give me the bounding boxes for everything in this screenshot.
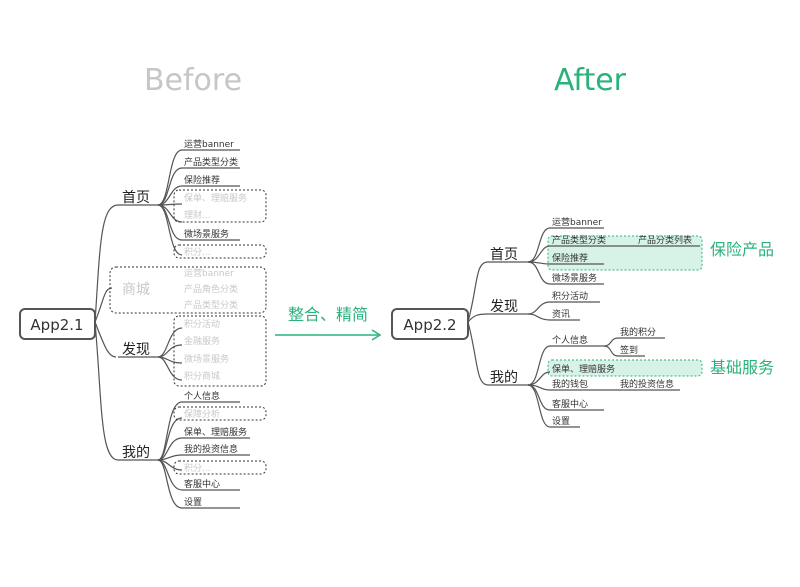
before-discover-leaf-removed: 积分商城 bbox=[184, 370, 220, 382]
arrow-head-icon bbox=[371, 329, 382, 341]
before-home-leaf: 产品类型分类 bbox=[184, 156, 238, 168]
after-branch-home: 首页 bbox=[490, 247, 518, 263]
before-mine-leaf: 客服中心 bbox=[184, 478, 220, 490]
before-discover-leaf-removed: 微场景服务 bbox=[184, 353, 229, 365]
connector bbox=[94, 321, 117, 358]
connector bbox=[527, 245, 551, 263]
before-root-label: App2.1 bbox=[30, 316, 83, 334]
after-mine-subleaf: 我的积分 bbox=[620, 326, 656, 338]
before-mine-leaf: 设置 bbox=[184, 497, 202, 508]
before-mine-leaf-removed: 保障分析 bbox=[184, 408, 220, 420]
basic-services-tag: 基础服务 bbox=[710, 358, 774, 377]
basic-services-highlight bbox=[547, 359, 703, 377]
after-home-leaf: 产品类型分类 bbox=[552, 234, 606, 246]
before-mine-leaf: 保单、理赔服务 bbox=[184, 426, 247, 438]
connector bbox=[527, 261, 551, 285]
connector bbox=[527, 384, 551, 428]
connector bbox=[467, 313, 489, 323]
removed-group-box bbox=[173, 315, 267, 387]
before-discover-leaf-removed: 金融服务 bbox=[184, 335, 220, 347]
after-mine-subleaf: 签到 bbox=[620, 344, 638, 356]
before-root-node bbox=[19, 308, 96, 340]
removed-group-box bbox=[173, 406, 267, 421]
before-branch-mall: 商城 bbox=[122, 282, 150, 298]
connector bbox=[527, 345, 551, 386]
before-mindmap bbox=[94, 149, 250, 509]
before-mine-leaf-removed: 积分... bbox=[184, 462, 211, 474]
removed-group-box bbox=[173, 460, 267, 475]
after-discover-leaf: 积分活动 bbox=[552, 290, 588, 302]
connector bbox=[157, 417, 183, 461]
connector bbox=[157, 459, 183, 509]
before-title: Before bbox=[144, 63, 242, 98]
before-branch-discover: 发现 bbox=[122, 342, 150, 358]
before-branch-mine: 我的 bbox=[122, 445, 150, 461]
before-home-leaf: 运营banner bbox=[184, 138, 234, 150]
connector bbox=[157, 149, 183, 206]
after-discover-leaf: 资讯 bbox=[552, 309, 570, 320]
after-mine-subleaf: 我的投资信息 bbox=[620, 378, 674, 390]
connector bbox=[603, 337, 619, 347]
before-removed-groups bbox=[109, 189, 267, 475]
removed-group-box bbox=[173, 244, 267, 259]
after-root-label: App2.2 bbox=[403, 316, 456, 334]
before-branch-home: 首页 bbox=[122, 190, 150, 206]
connector bbox=[157, 459, 183, 491]
after-mindmap bbox=[467, 227, 700, 428]
before-mine-leaf: 我的投资信息 bbox=[184, 443, 238, 455]
connector bbox=[467, 321, 489, 386]
after-title: After bbox=[554, 63, 627, 98]
after-home-leaf: 保险推荐 bbox=[552, 252, 588, 264]
connector bbox=[94, 204, 119, 323]
before-discover-leaf-removed: 积分活动 bbox=[184, 318, 220, 330]
after-root-node bbox=[391, 308, 469, 340]
connector bbox=[603, 345, 619, 357]
connector bbox=[157, 204, 183, 256]
connector bbox=[527, 227, 551, 263]
before-home-leaf-removed: 保单、理赔服务 bbox=[184, 192, 247, 204]
before-home-leaf-removed: 理财... bbox=[184, 209, 211, 221]
connector bbox=[467, 261, 489, 323]
connector bbox=[157, 356, 183, 381]
before-mine-leaf: 个人信息 bbox=[184, 390, 220, 402]
connector bbox=[527, 301, 551, 315]
after-mine-leaf: 保单、理赔服务 bbox=[552, 363, 615, 375]
connector bbox=[157, 167, 183, 206]
insurance-products-highlight bbox=[547, 235, 703, 271]
connector bbox=[527, 313, 551, 321]
before-home-leaf-removed: 积分... bbox=[184, 246, 211, 258]
connector bbox=[94, 287, 113, 323]
after-mine-leaf: 个人信息 bbox=[552, 334, 588, 346]
after-mine-leaf: 设置 bbox=[552, 416, 570, 427]
removed-group-box bbox=[173, 189, 267, 223]
after-home-leaf: 微场景服务 bbox=[552, 272, 597, 284]
insurance-products-tag: 保险产品 bbox=[710, 240, 774, 259]
connector bbox=[157, 327, 183, 358]
after-home-subleaf: 产品分类列表 bbox=[638, 234, 692, 246]
connector bbox=[94, 321, 119, 461]
after-branch-discover: 发现 bbox=[490, 299, 518, 315]
before-mall-leaf-removed: 运营banner bbox=[184, 267, 234, 279]
before-mall-leaf-removed: 产品角色分类 bbox=[184, 283, 238, 295]
before-home-leaf: 保险推荐 bbox=[184, 174, 220, 186]
after-mine-leaf: 我的钱包 bbox=[552, 378, 588, 390]
removed-group-box bbox=[109, 266, 267, 314]
after-branch-mine: 我的 bbox=[490, 370, 518, 386]
before-home-leaf: 微场景服务 bbox=[184, 228, 229, 240]
after-home-leaf: 运营banner bbox=[552, 216, 602, 228]
before-mall-leaf-removed: 产品类型分类 bbox=[184, 299, 238, 311]
after-mine-leaf: 客服中心 bbox=[552, 398, 588, 410]
arrow-label: 整合、精简 bbox=[288, 305, 368, 324]
